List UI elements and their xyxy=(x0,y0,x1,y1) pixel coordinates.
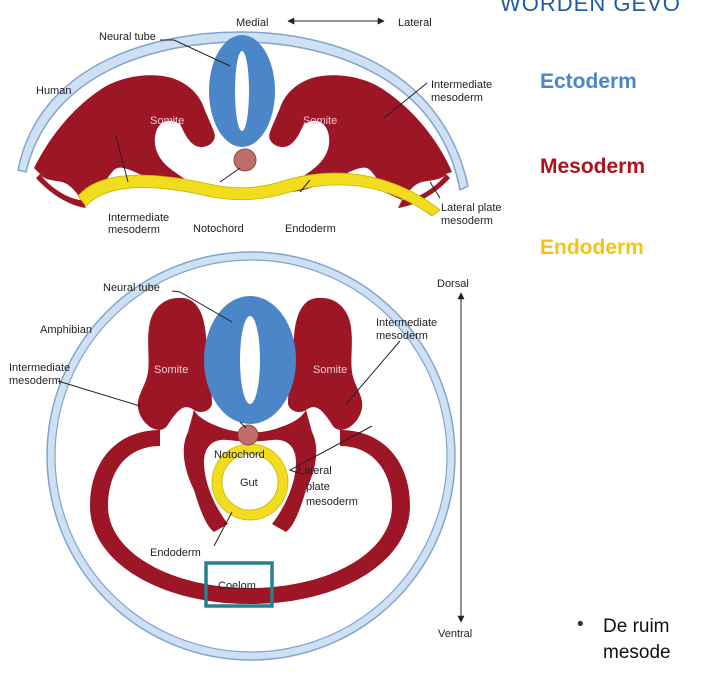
amphibian-label-intermediate-right-1: Intermediate xyxy=(376,317,437,329)
germ-layer-mesoderm: Mesoderm xyxy=(540,155,646,178)
human-label-lateral-plate-1: Lateral plate xyxy=(441,202,502,214)
amphibian-gut-lumen xyxy=(221,453,279,511)
amphibian-mesoderm-left xyxy=(137,297,212,430)
amphibian-label-lateral-plate-1: Lateral xyxy=(298,465,332,477)
amphibian-label-intermediate-left-2: mesoderm xyxy=(9,375,61,387)
bullet-line-1: De ruim xyxy=(603,616,670,637)
human-label-notochord: Notochord xyxy=(193,223,244,235)
amphibian-label-notochord: Notochord xyxy=(214,449,265,461)
amphibian-label-gut: Gut xyxy=(240,477,258,489)
amphibian-label-lateral-plate-3: mesoderm xyxy=(306,496,358,508)
human-mesoderm-right xyxy=(269,75,452,200)
amphibian-diagram: Neural tube Dorsal Amphibian Intermediat… xyxy=(9,251,472,661)
human-axis-lateral: Lateral xyxy=(398,17,432,29)
amphibian-label-lateral-plate-2: plate xyxy=(306,481,330,493)
human-label-intermediate-right-1: Intermediate xyxy=(431,79,492,91)
amphibian-somite-left: Somite xyxy=(154,364,188,376)
human-axis-medial: Medial xyxy=(236,17,268,29)
human-label-intermediate-right-2: mesoderm xyxy=(431,92,483,104)
amphibian-neural-tube-lumen xyxy=(240,316,260,404)
slide-heading-fragment: WORDEN GEVO xyxy=(500,0,681,16)
human-somite-right: Somite xyxy=(303,115,337,127)
amphibian-leader-lines xyxy=(57,290,401,547)
amphibian-label-neural-tube: Neural tube xyxy=(103,282,160,294)
human-label-endoderm: Endoderm xyxy=(285,223,336,235)
amphibian-lateral-plate-mesoderm xyxy=(90,430,410,604)
amphibian-mesoderm-right xyxy=(288,297,363,430)
human-neural-tube-lumen xyxy=(235,51,249,131)
amphibian-somite-right: Somite xyxy=(313,364,347,376)
amphibian-notochord xyxy=(237,424,259,446)
human-label-neural-tube: Neural tube xyxy=(99,31,156,43)
human-lateral-plate-left xyxy=(36,174,86,208)
human-mesoderm-left xyxy=(34,75,215,200)
bullet-text: De ruim mesode xyxy=(603,614,671,666)
human-title: Human xyxy=(36,85,71,97)
amphibian-label-coelom: Coelom xyxy=(218,580,256,592)
germ-layer-ectoderm: Ectoderm xyxy=(540,70,637,93)
amphibian-label-intermediate-left-1: Intermediate xyxy=(9,362,70,374)
human-label-lateral-plate-2: mesoderm xyxy=(441,215,493,227)
bullet-line-2: mesode xyxy=(603,642,671,663)
amphibian-label-endoderm: Endoderm xyxy=(150,547,201,559)
human-leader-lines xyxy=(115,39,441,199)
coelom-highlight-box xyxy=(204,561,274,608)
human-label-intermediate-left-1: Intermediate xyxy=(108,212,169,224)
amphibian-label-intermediate-right-2: mesoderm xyxy=(376,330,428,342)
amphibian-splanchnic-mesoderm xyxy=(183,410,317,532)
amphibian-title: Amphibian xyxy=(40,324,92,336)
human-notochord xyxy=(233,148,257,172)
amphibian-axis-ventral: Ventral xyxy=(438,628,472,640)
germ-layer-endoderm: Endoderm xyxy=(540,236,644,259)
amphibian-axis-dorsal: Dorsal xyxy=(437,278,469,290)
human-diagram: Medial Lateral Neural tube Human Interme… xyxy=(17,17,502,236)
bullet-marker-icon: • xyxy=(577,614,584,635)
human-label-intermediate-left-2: mesoderm xyxy=(108,224,160,236)
human-endoderm-band xyxy=(77,172,441,217)
human-somite-left: Somite xyxy=(150,115,184,127)
